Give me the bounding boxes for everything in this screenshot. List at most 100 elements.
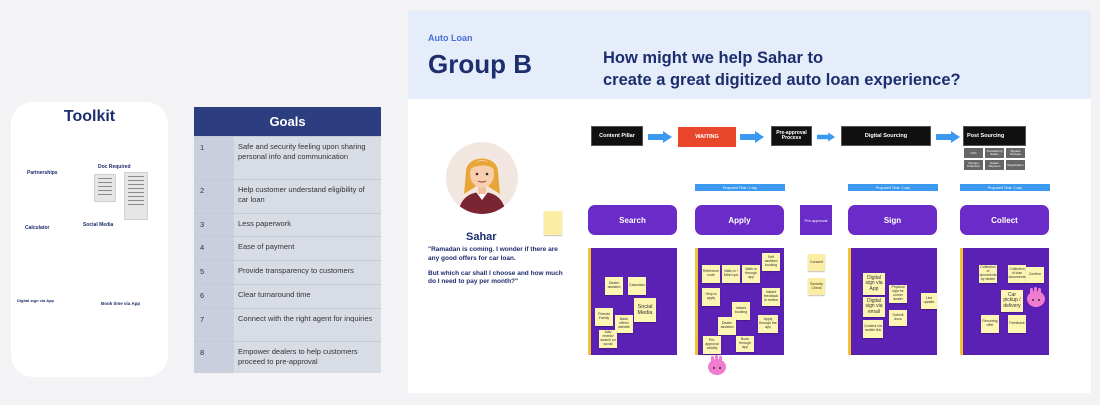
goals-title: Goals bbox=[194, 107, 381, 136]
group-title: Group B bbox=[428, 49, 532, 79]
document-thumbnail bbox=[94, 174, 116, 202]
goal-number: 1 bbox=[194, 137, 234, 179]
sticky-note[interactable]: Pre-approval validity bbox=[703, 336, 721, 354]
sticky-note[interactable]: Friends Family bbox=[595, 308, 613, 326]
post-sourcing-step: Bypass Process bbox=[1006, 148, 1025, 158]
hmw-line: How might we help Sahar to bbox=[603, 49, 824, 67]
stage-search[interactable]: Search bbox=[588, 205, 677, 235]
arrow-right-icon bbox=[740, 131, 764, 143]
board-header: Auto Loan Group B How might we help Saha… bbox=[408, 11, 1091, 99]
sticky-note[interactable]: Help to apply bbox=[702, 288, 720, 306]
persona-avatar bbox=[446, 142, 518, 214]
sticky-note[interactable]: Security Check bbox=[808, 278, 825, 295]
goal-text: Provide transparency to customers bbox=[234, 261, 381, 284]
post-sourcing-step: Transferring Salary bbox=[985, 148, 1004, 158]
apply-notes-panel: Reference code Walk-in / Meet ups Walk-i… bbox=[695, 248, 784, 355]
proposed-time-bar: Proposed Time: 1 day bbox=[960, 184, 1050, 191]
post-sourcing-step: LPO bbox=[964, 148, 983, 158]
persona-quote: "Ramadan is coming. I wonder if there ar… bbox=[428, 246, 563, 287]
post-sourcing-step: Dealer Payment bbox=[985, 160, 1004, 170]
goal-number: 2 bbox=[194, 180, 234, 213]
sticky-note[interactable]: Collection of documents by dealer bbox=[979, 265, 997, 283]
toolkit-item-social-media[interactable]: Social Media bbox=[83, 222, 114, 228]
goal-text: Safe and security feeling upon sharing p… bbox=[234, 137, 381, 179]
arrow-right-icon bbox=[648, 131, 672, 143]
proposed-time-bar: Proposed Time: 1 day bbox=[848, 184, 938, 191]
sticky-note[interactable]: Dealer assisted bbox=[605, 277, 623, 295]
sticky-note[interactable]: Content via mobile link bbox=[863, 320, 883, 338]
sign-notes-panel: Digital sign via App Physical sign for c… bbox=[848, 248, 937, 355]
sticky-note[interactable]: Car pickup / delivery bbox=[1001, 290, 1023, 312]
goal-text: Ease of payment bbox=[234, 237, 381, 260]
goal-number: 8 bbox=[194, 342, 234, 373]
sticky-note[interactable]: Digital sign via App bbox=[863, 273, 885, 295]
toolkit-item-partnerships[interactable]: Partnerships bbox=[27, 170, 58, 176]
flow-post-sourcing[interactable]: Post Sourcing bbox=[963, 126, 1026, 146]
sticky-note[interactable]: Collection of loan documents bbox=[1008, 265, 1026, 283]
sticky-note[interactable]: Live update bbox=[921, 293, 937, 309]
sticky-note[interactable]: Instant feedback in review bbox=[762, 288, 780, 306]
persona-name: Sahar bbox=[466, 231, 497, 243]
board-frame: Auto Loan Group B How might we help Saha… bbox=[408, 11, 1091, 393]
sticky-note[interactable]: Walk-in through app bbox=[742, 265, 760, 283]
arrow-right-icon bbox=[936, 131, 960, 143]
flow-content-pillar[interactable]: Content Pillar bbox=[591, 126, 643, 146]
board-kicker: Auto Loan bbox=[428, 33, 473, 43]
goal-text: Clear turnaround time bbox=[234, 285, 381, 308]
toolkit-title: Toolkit bbox=[63, 108, 116, 125]
sticky-note[interactable]: Calculator bbox=[628, 277, 646, 295]
sticky-note[interactable]: Book through app bbox=[736, 336, 754, 352]
flow-digital-sourcing[interactable]: Digital Sourcing bbox=[841, 126, 931, 146]
sticky-note[interactable]: Submit docs bbox=[889, 310, 907, 326]
stage-collect[interactable]: Collect bbox=[960, 205, 1049, 235]
sticky-note[interactable]: Physical sign for corner dealer bbox=[889, 285, 907, 303]
stage-sign[interactable]: Sign bbox=[848, 205, 937, 235]
flow-waiting[interactable]: WAITING bbox=[678, 127, 736, 147]
toolkit-item-book-time[interactable]: Book time via App bbox=[101, 301, 141, 306]
toolkit-item-calculator[interactable]: Calculator bbox=[25, 225, 50, 231]
sticky-note[interactable]: Walk-in / Meet ups bbox=[722, 265, 740, 283]
sticky-note[interactable]: Bank offers/ website bbox=[615, 315, 633, 333]
goal-number: 7 bbox=[194, 309, 234, 341]
toolkit-item-doc-required[interactable]: Doc Required bbox=[98, 164, 131, 170]
sticky-note[interactable]: Feedback bbox=[1008, 315, 1026, 333]
sticky-note[interactable]: Ads/ review/ search on social bbox=[599, 330, 617, 348]
post-sourcing-step: Registration bbox=[1006, 160, 1025, 170]
goal-number: 6 bbox=[194, 285, 234, 308]
goal-text: Connect with the right agent for inquiri… bbox=[234, 309, 381, 341]
sticky-note[interactable]: Reference code bbox=[702, 265, 720, 283]
stage-apply[interactable]: Apply bbox=[695, 205, 784, 235]
flow-pre-approval-process[interactable]: Pre-approval Process bbox=[771, 126, 812, 146]
sticky-note[interactable]: Social Media bbox=[634, 298, 656, 322]
sticky-note[interactable]: Dealer assisted bbox=[718, 317, 736, 335]
proposed-time-bar: Proposed Time: 1 day bbox=[695, 184, 785, 191]
toolkit-item-digital-sign[interactable]: Digital sign via App bbox=[17, 298, 54, 303]
quote-line: But which car shall I choose and how muc… bbox=[428, 269, 563, 286]
hand-icon bbox=[1027, 287, 1045, 307]
post-sourcing-step: Cheque Collection bbox=[964, 160, 983, 170]
sticky-note[interactable]: Consent bbox=[808, 254, 825, 271]
search-notes-panel: Dealer assisted Calculator Social Media … bbox=[588, 248, 677, 355]
sticky-note[interactable]: Instant booking bbox=[732, 302, 750, 320]
sticky-note[interactable]: Apply through the app bbox=[758, 315, 778, 333]
sticky-note[interactable]: Recurring offer bbox=[981, 315, 999, 333]
sticky-note[interactable] bbox=[544, 211, 562, 235]
goal-text: Help customer understand eligibility of … bbox=[234, 180, 381, 213]
sticky-note[interactable]: Digital sign via email bbox=[863, 297, 885, 317]
hmw-line: create a great digitized auto loan exper… bbox=[603, 71, 961, 90]
stage-pre-approval[interactable]: Pre-approval bbox=[800, 205, 832, 235]
sticky-note[interactable]: Confirm bbox=[1026, 267, 1044, 283]
quote-line: "Ramadan is coming. I wonder if there ar… bbox=[428, 246, 558, 262]
goal-number: 5 bbox=[194, 261, 234, 284]
goal-text: Empower dealers to help customers procee… bbox=[234, 342, 381, 373]
hmw-question: How might we help Sahar to create a grea… bbox=[603, 47, 961, 92]
sticky-note[interactable]: Self assisted booking bbox=[762, 253, 780, 271]
